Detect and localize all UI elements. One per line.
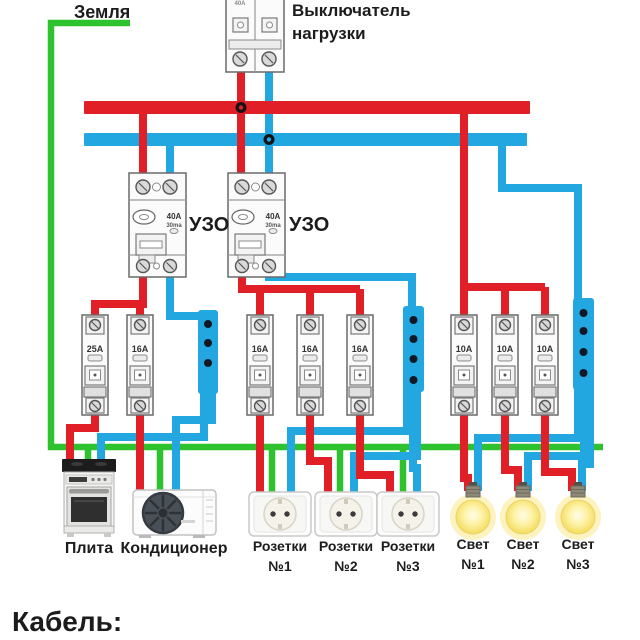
text-labels: Земля Выключатель нагрузки УЗО УЗО Плита… xyxy=(12,1,595,637)
socket2-number: №2 xyxy=(334,558,358,574)
breaker-10a-light2 xyxy=(491,314,519,416)
socket2-label: Розетки xyxy=(319,538,373,554)
socket1-number: №1 xyxy=(268,558,292,574)
light-bulb-2 xyxy=(499,481,547,541)
neutral-busbar-2 xyxy=(403,306,424,392)
rcd-right: 40A 30ma xyxy=(227,172,286,278)
breaker-rating: 10A xyxy=(456,344,473,354)
junction-dots xyxy=(235,102,275,145)
rcd-left: 40A 30ma xyxy=(128,172,187,278)
light2-number: №2 xyxy=(511,556,535,572)
rcd-right-label: УЗО xyxy=(289,214,329,236)
neutral-to-socket1 xyxy=(287,390,411,496)
rcd-right-leakage: 30ma xyxy=(265,223,281,229)
phase-main-bus xyxy=(84,101,530,114)
socket3-label: Розетки xyxy=(381,538,435,554)
rcd-right-rating: 40A xyxy=(266,212,281,221)
earth-label: Земля xyxy=(74,2,130,22)
phase-rcd1-to-brk25 xyxy=(91,270,147,324)
socket-1 xyxy=(248,491,312,537)
light-bulb-3 xyxy=(554,481,602,541)
neutral-to-ac xyxy=(172,392,216,496)
neutral-to-light2 xyxy=(524,388,588,491)
cable-heading: Кабель: xyxy=(12,606,122,637)
rcd-left-leakage: 30ma xyxy=(166,223,182,229)
neutral-to-socket3 xyxy=(409,390,421,496)
load-switch-rating: 40A xyxy=(234,1,246,7)
phase-to-stove xyxy=(66,408,99,468)
light3-label: Свет xyxy=(562,536,595,552)
phase-to-light3 xyxy=(541,408,576,491)
socket3-number: №3 xyxy=(396,558,420,574)
circuit-breakers: 25A 16A 16A 16A 16A 10A 10A 10A xyxy=(81,314,559,416)
breaker-16a-socket3 xyxy=(346,314,374,416)
neutral-busbar-1 xyxy=(198,310,218,394)
stove-label: Плита xyxy=(65,540,113,557)
breaker-rating: 10A xyxy=(537,344,554,354)
breaker-rating: 10A xyxy=(497,344,514,354)
breaker-10a-light3 xyxy=(531,314,559,416)
stove xyxy=(62,459,116,537)
light-bulb-1 xyxy=(449,481,497,541)
breaker-10a-light1 xyxy=(450,314,478,416)
phase-to-socket2 xyxy=(306,408,332,496)
neutral-to-stove xyxy=(97,392,208,468)
neutral-wiring xyxy=(84,60,594,496)
load-switch-breaker: 40A xyxy=(225,0,285,73)
breaker-rating: 16A xyxy=(302,344,319,354)
phase-to-light1 xyxy=(460,408,472,491)
rcd-left-rating: 40A xyxy=(167,212,182,221)
breaker-16a-ac xyxy=(126,314,154,416)
light1-label: Свет xyxy=(457,536,490,552)
breaker-rating: 16A xyxy=(352,344,369,354)
ac-label: Кондиционер xyxy=(121,540,228,557)
lights xyxy=(449,481,602,541)
socket1-label: Розетки xyxy=(253,538,307,554)
breaker-rating: 16A xyxy=(132,344,149,354)
phase-to-socket3 xyxy=(356,408,394,496)
phase-to-light2 xyxy=(501,408,522,491)
neutral-rcd1-to-busbar1 xyxy=(166,270,200,320)
breaker-16a-socket1 xyxy=(246,314,274,416)
light2-label: Свет xyxy=(507,536,540,552)
phase-wiring xyxy=(66,60,576,496)
socket-2 xyxy=(314,491,378,537)
breaker-16a-socket2 xyxy=(296,314,324,416)
neutral-main-bus xyxy=(84,133,527,146)
breaker-rating: 25A xyxy=(87,344,104,354)
load-switch-label-line1: Выключатель xyxy=(292,1,411,20)
light3-number: №3 xyxy=(566,556,590,572)
rcd-left-label: УЗО xyxy=(189,214,229,236)
load-switch-label-line2: нагрузки xyxy=(292,24,366,43)
neutral-to-light1 xyxy=(474,388,582,491)
ground-bus xyxy=(47,19,603,451)
light1-number: №1 xyxy=(461,556,485,572)
neutral-bus-to-busbar3 xyxy=(498,144,582,302)
neutral-busbar-3 xyxy=(573,298,594,390)
breaker-25a xyxy=(81,314,109,416)
air-conditioner xyxy=(132,489,217,538)
breaker-rating: 16A xyxy=(252,344,269,354)
neutral-to-light3 xyxy=(578,388,594,491)
sockets xyxy=(248,491,440,537)
socket-3 xyxy=(376,491,440,537)
